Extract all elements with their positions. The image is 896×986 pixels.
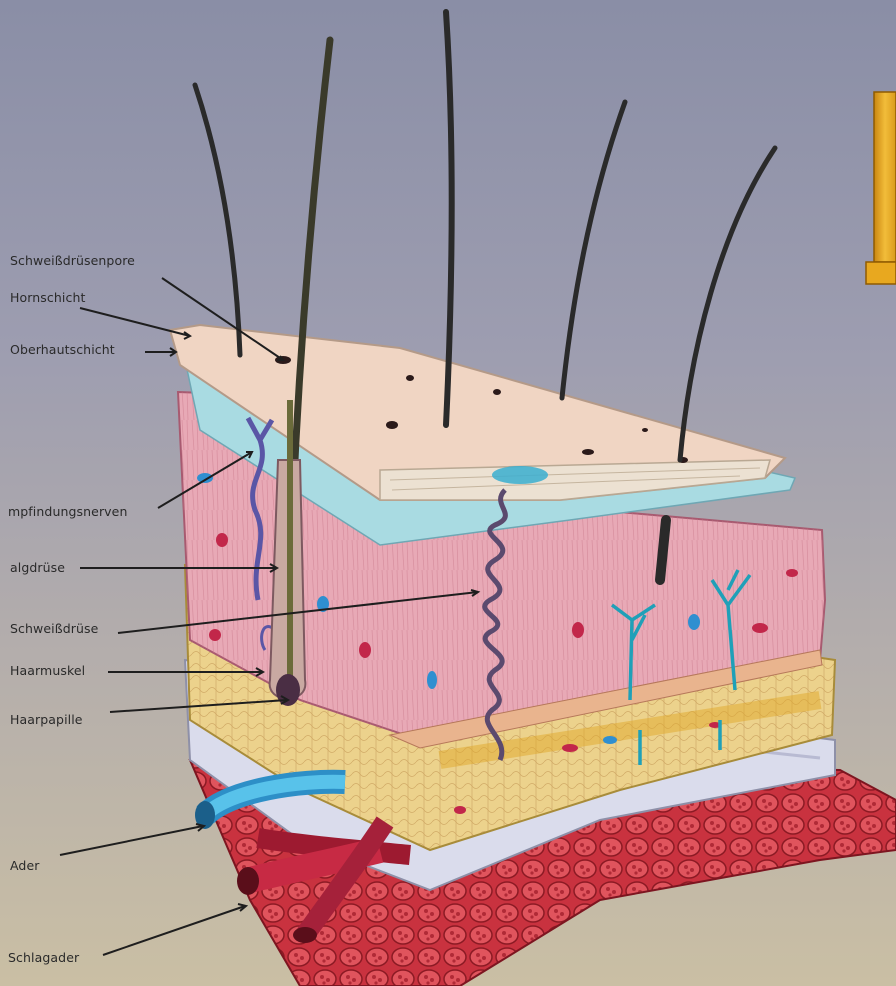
label-schweissdruesenpore: Schweißdrüsenpore <box>10 253 135 268</box>
label-ader: Ader <box>10 858 40 873</box>
label-haarmuskel: Haarmuskel <box>10 663 85 678</box>
label-empfindungsnerven: mpfindungsnerven <box>8 504 128 519</box>
label-haarpapille: Haarpapille <box>10 712 83 727</box>
label-oberhautschicht: Oberhautschicht <box>10 342 115 357</box>
corner-box <box>866 92 896 284</box>
label-talgdruese: algdrüse <box>10 560 65 575</box>
label-hornschicht: Hornschicht <box>10 290 85 305</box>
label-schweissdruese: Schweißdrüse <box>10 621 98 636</box>
label-schlagader: Schlagader <box>8 950 79 965</box>
